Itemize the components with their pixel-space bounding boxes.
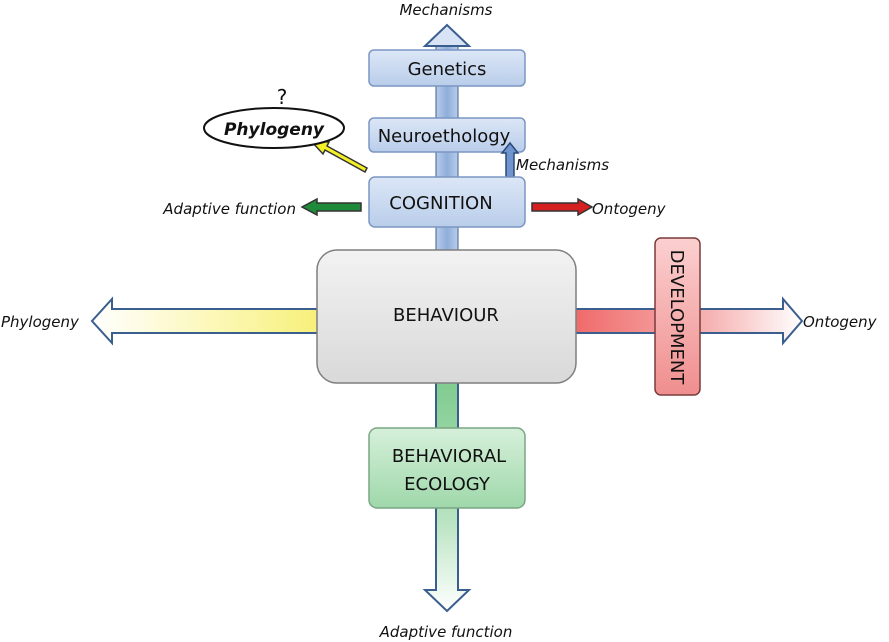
cognition-adaptive-arrow <box>300 197 362 217</box>
phylogeny-ellipse <box>203 107 345 149</box>
behavioral-ecology-label-line1: BEHAVIORAL <box>392 446 506 467</box>
genetics-label: Genetics <box>408 59 487 80</box>
small-adaptive-function-label: Adaptive function <box>162 200 296 218</box>
top-mechanisms-label: Mechanisms <box>399 1 492 19</box>
small-ontogeny-label: Ontogeny <box>592 200 667 218</box>
question-mark: ? <box>277 85 288 109</box>
bottom-adaptive-function-label: Adaptive function <box>379 623 513 641</box>
development-box <box>654 237 701 396</box>
phylogeny-ellipse-label: Phylogeny <box>224 120 325 140</box>
behavioral-ecology-label-line2: ECOLOGY <box>404 474 491 495</box>
cognition-phylogeny-arrow <box>309 140 368 174</box>
cognition-ontogeny-arrow <box>531 197 594 217</box>
behaviour-label: BEHAVIOUR <box>393 305 499 326</box>
small-mechanisms-arrow <box>500 141 520 178</box>
right-ontogeny-label: Ontogeny <box>803 313 878 331</box>
cognition-label: COGNITION <box>389 193 492 214</box>
phylogeny-arrow <box>90 296 319 346</box>
cognition-box <box>368 176 526 228</box>
genetics-box <box>368 49 526 87</box>
left-phylogeny-label: Phylogeny <box>1 313 80 331</box>
neuroethology-label: Neuroethology <box>378 126 511 147</box>
development-label: DEVELOPMENT <box>666 250 687 386</box>
behavioral-ecology-box <box>368 427 526 509</box>
behaviour-box <box>316 249 577 384</box>
neuroethology-box <box>368 117 526 153</box>
small-mechanisms-label: Mechanisms <box>516 156 609 174</box>
